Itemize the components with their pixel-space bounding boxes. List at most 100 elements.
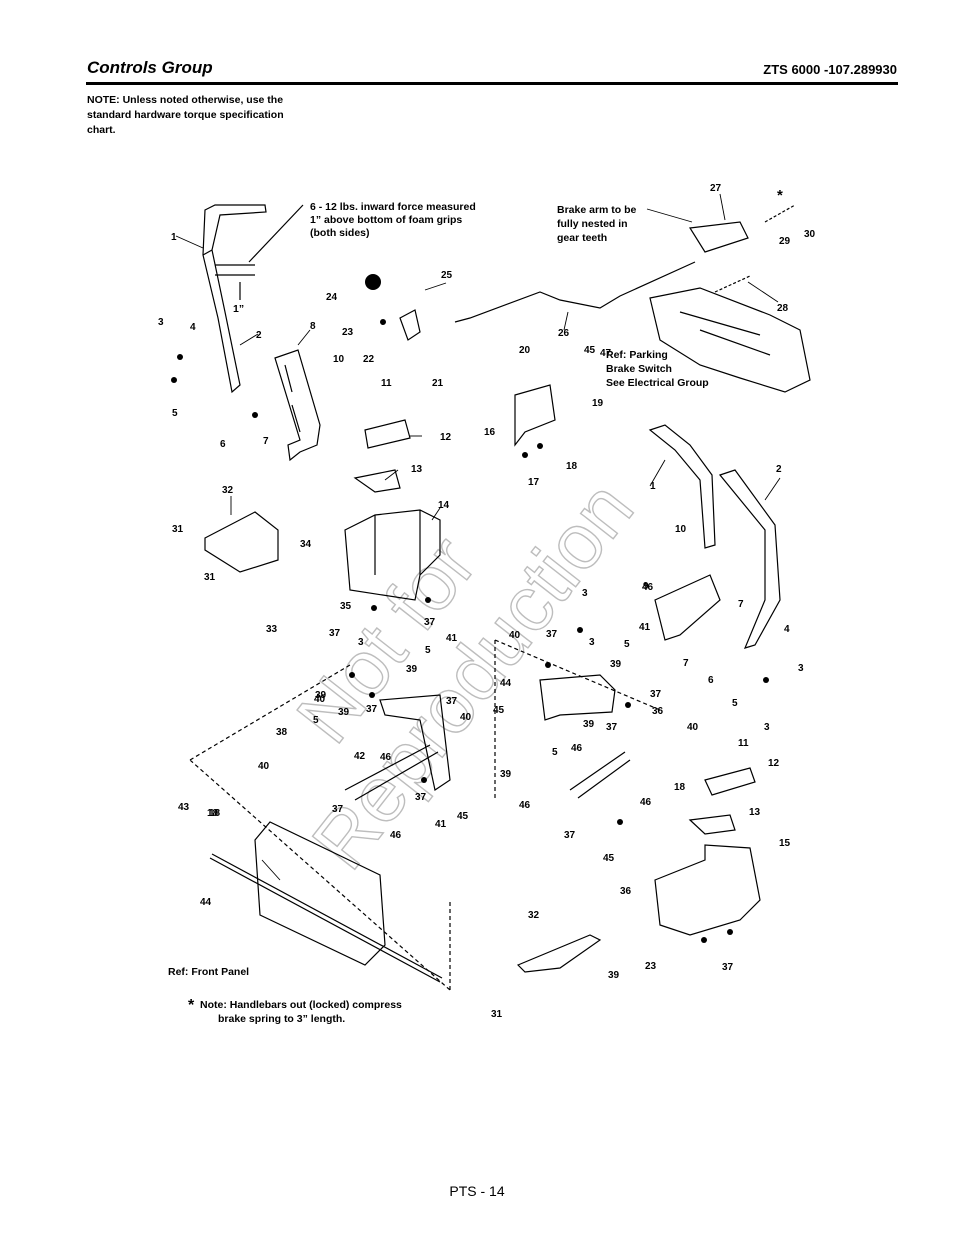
part-label: 6 (708, 675, 714, 686)
parking-callout-3: See Electrical Group (606, 377, 709, 389)
force-callout-2: 1” above bottom of foam grips (310, 214, 462, 226)
part-label: 31 (491, 1009, 503, 1020)
callouts: 6 - 12 lbs. inward force measured 1” abo… (168, 187, 783, 1025)
part-label: 29 (779, 236, 791, 247)
part-label: 37 (722, 962, 734, 973)
part-label: 46 (390, 830, 402, 841)
part-label: 34 (300, 539, 312, 550)
part-label: 8 (310, 321, 316, 332)
part-label: 47 (600, 348, 612, 359)
part-label: 5 (732, 698, 738, 709)
part-label: 40 (460, 712, 472, 723)
part-label: 3 (158, 317, 164, 328)
part-label: 1 (171, 232, 177, 243)
page-footer: PTS - 14 (449, 1183, 505, 1199)
part-label: 46 (642, 582, 654, 593)
part-label: 42 (354, 751, 366, 762)
part-label: 11 (381, 378, 392, 389)
part-label: 46 (380, 752, 392, 763)
inch-label: 1” (233, 303, 244, 315)
part-label: 45 (493, 705, 505, 716)
diagram-linework (189, 204, 811, 991)
part-label: 37 (564, 830, 576, 841)
part-label: 4 (190, 322, 196, 333)
part-label: 18 (209, 808, 221, 819)
part-label: 37 (546, 629, 558, 640)
part-label: 14 (438, 500, 450, 511)
part-label: 39 (610, 659, 622, 670)
part-label: 18 (566, 461, 578, 472)
hardware-markers (171, 274, 769, 943)
part-label: 3 (358, 637, 364, 648)
part-label: 41 (639, 622, 651, 633)
part-label: 7 (263, 436, 269, 447)
brake-arm-callout-3: gear teeth (557, 232, 607, 244)
part-label: 21 (432, 378, 444, 389)
part-label: 37 (446, 696, 458, 707)
header-rule (86, 82, 898, 85)
part-label: 44 (500, 678, 512, 689)
part-label: 39 (583, 719, 595, 730)
part-label: 18 (674, 782, 686, 793)
part-label: 30 (804, 229, 816, 240)
page-title: Controls Group (87, 58, 213, 77)
part-label: 28 (777, 303, 789, 314)
part-label: 36 (620, 886, 632, 897)
part-label: 15 (779, 838, 791, 849)
part-label: 24 (326, 292, 338, 303)
footnote-asterisk: * (188, 997, 195, 1014)
part-label: 39 (500, 769, 512, 780)
part-label: 25 (441, 270, 453, 281)
part-label: 46 (571, 743, 583, 754)
parking-callout-1: Ref: Parking (606, 349, 668, 361)
force-callout-3: (both sides) (310, 227, 370, 239)
part-label: 22 (363, 354, 375, 365)
part-label: 11 (738, 738, 749, 749)
part-label: 3 (589, 637, 595, 648)
part-label: 5 (313, 715, 319, 726)
part-label: 40 (509, 630, 521, 641)
front-panel-callout: Ref: Front Panel (168, 966, 249, 978)
part-label: 39 (608, 970, 620, 981)
part-label: 41 (435, 819, 447, 830)
part-label: 45 (603, 853, 615, 864)
asterisk-mark: * (777, 187, 783, 204)
part-label: 12 (440, 432, 452, 443)
part-label: 7 (738, 599, 744, 610)
part-label: 45 (584, 345, 596, 356)
part-label: 46 (640, 797, 652, 808)
part-label: 10 (333, 354, 345, 365)
part-label: 5 (552, 747, 558, 758)
part-label: 40 (687, 722, 699, 733)
part-label: 32 (222, 485, 234, 496)
part-label: 9 (643, 581, 649, 592)
part-label: 20 (519, 345, 531, 356)
part-label: 4 (784, 624, 790, 635)
part-label: 45 (457, 811, 469, 822)
part-label: 23 (342, 327, 354, 338)
part-label: 31 (204, 572, 216, 583)
part-label: 46 (519, 800, 531, 811)
part-label: 3 (764, 722, 770, 733)
part-label: 38 (276, 727, 288, 738)
parking-callout-2: Brake Switch (606, 363, 672, 375)
part-label: 39 (338, 707, 350, 718)
part-label: 37 (650, 689, 662, 700)
part-label: 37 (424, 617, 436, 628)
model-number: ZTS 6000 -107.289930 (763, 62, 897, 77)
part-label: 37 (415, 792, 427, 803)
part-label: 32 (528, 910, 540, 921)
part-label: 37 (606, 722, 618, 733)
brake-arm-callout-2: fully nested in (557, 218, 628, 230)
part-label: 39 (315, 690, 327, 701)
part-label: 31 (172, 524, 184, 535)
part-label: 43 (178, 802, 190, 813)
footnote-line-2: brake spring to 3” length. (218, 1013, 345, 1025)
part-label: 40 (314, 694, 326, 705)
part-label: 35 (340, 601, 352, 612)
part-label: 37 (329, 628, 341, 639)
part-label: 44 (200, 897, 212, 908)
part-label: 2 (776, 464, 782, 475)
part-label: 40 (258, 761, 270, 772)
